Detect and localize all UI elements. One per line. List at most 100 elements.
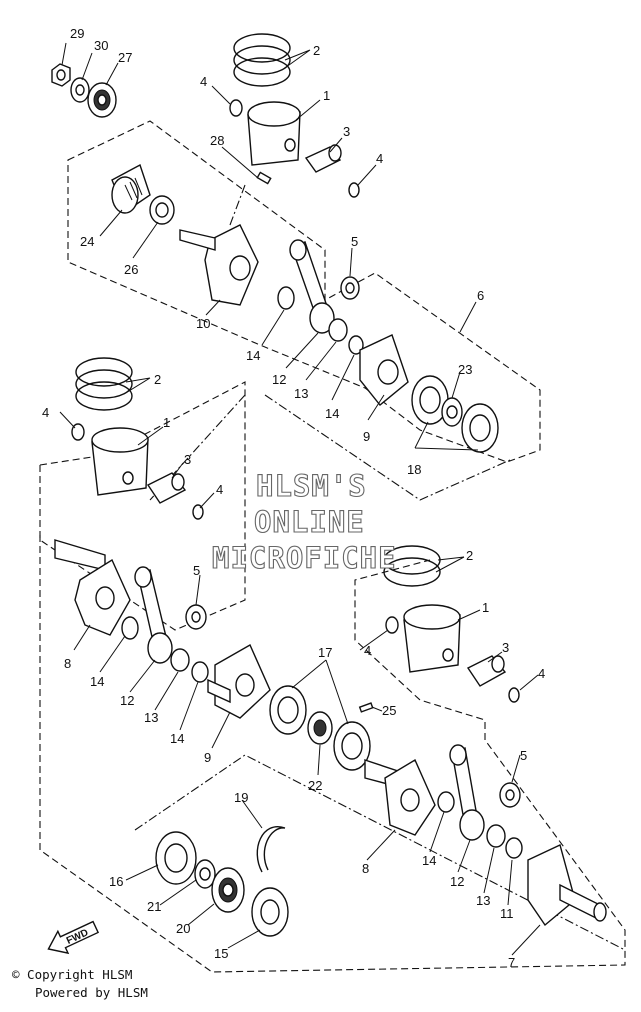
seal-23	[441, 397, 463, 427]
callout-4: 4	[200, 74, 207, 89]
washer-14-left	[121, 616, 139, 640]
connecting-rod-12-upper	[289, 239, 335, 334]
copyright-text: © Copyright HLSM	[12, 967, 133, 982]
bearing-5-left	[185, 604, 207, 630]
connecting-rod-12-left	[134, 566, 173, 664]
callout-2: 2	[313, 43, 320, 58]
callout-14: 14	[246, 348, 260, 363]
watermark-line-2: ONLINE	[254, 505, 365, 539]
callout-2: 2	[466, 548, 473, 563]
seal-20	[211, 867, 245, 913]
key-28	[256, 171, 272, 185]
callout-5: 5	[351, 234, 358, 249]
crankshaft-outline-main	[39, 535, 626, 973]
callout-19: 19	[234, 790, 248, 805]
bearing-17-b	[333, 721, 371, 771]
callout-14: 14	[90, 674, 104, 689]
piston-1-upper	[247, 101, 301, 166]
piston-pin-3-left	[146, 472, 187, 504]
callout-3: 3	[502, 640, 509, 655]
callout-14: 14	[325, 406, 339, 421]
piston-1-right	[403, 604, 461, 673]
watermark-line-1: HLSM'S	[256, 469, 367, 503]
crank-7	[527, 844, 607, 927]
crank-9-middle	[207, 644, 271, 719]
crank-8-left	[54, 539, 131, 636]
clip-4-upper-left	[229, 99, 243, 117]
fwd-label: FWD	[65, 927, 90, 947]
callout-14: 14	[422, 853, 436, 868]
callout-20: 20	[176, 921, 190, 936]
callout-1: 1	[163, 415, 170, 430]
callout-25: 25	[382, 703, 396, 718]
callout-6: 6	[477, 288, 484, 303]
bearing-13-right	[486, 824, 506, 848]
seal-22	[307, 711, 333, 745]
piston-pin-3-right	[466, 655, 507, 687]
callout-13: 13	[294, 386, 308, 401]
callout-27: 27	[118, 50, 132, 65]
leader-lines	[59, 42, 541, 956]
crankshaft-assembly-lower-outline	[39, 381, 246, 631]
washer-14b-left	[191, 661, 209, 683]
piston-ring-2-upper	[233, 33, 291, 87]
washer-14-right	[437, 791, 455, 813]
clip-4-left-upper	[71, 423, 85, 441]
circlip-19	[256, 825, 286, 873]
callout-24: 24	[80, 234, 94, 249]
callout-3: 3	[343, 124, 350, 139]
callout-8: 8	[64, 656, 71, 671]
callout-15: 15	[214, 946, 228, 961]
bearing-26	[149, 195, 175, 225]
upper-cylinder-left-line	[149, 394, 246, 501]
bearing-16	[155, 831, 197, 885]
callout-9: 9	[363, 429, 370, 444]
callout-1: 1	[323, 88, 330, 103]
callout-labels: 29 30 27 2 1 4 3 4 28 24 26 5 6 10 14 12…	[42, 26, 545, 970]
watermark: HLSM'S ONLINE MICROFICHE	[211, 468, 397, 575]
bearing-17-a	[269, 685, 307, 735]
bearing-5-right	[499, 782, 521, 808]
callout-17: 17	[318, 645, 332, 660]
callout-4: 4	[216, 482, 223, 497]
crank-8-right	[364, 758, 436, 836]
piston-rod-link-line	[229, 184, 246, 226]
callout-12: 12	[120, 693, 134, 708]
piston-pin-3-upper	[304, 144, 342, 173]
callout-10: 10	[196, 316, 210, 331]
callout-16: 16	[109, 874, 123, 889]
fwd-arrow-icon: FWD	[47, 920, 100, 955]
callout-3: 3	[184, 452, 191, 467]
nut-29	[51, 63, 71, 87]
seal-21	[194, 859, 216, 889]
callout-13: 13	[144, 710, 158, 725]
pin-25	[358, 702, 374, 713]
clip-4-right-upper	[385, 616, 399, 634]
watermark-line-3: MICROFICHE	[212, 541, 397, 575]
callout-18: 18	[407, 462, 421, 477]
cylinder-boundary-line	[264, 394, 511, 501]
callout-5: 5	[520, 748, 527, 763]
callout-26: 26	[124, 262, 138, 277]
crankshaft-assembly-upper-outline	[67, 120, 541, 463]
bearing-5-upper	[340, 276, 360, 300]
bearing-15	[251, 887, 289, 937]
bearing-13-upper	[328, 318, 348, 342]
callout-7: 7	[508, 955, 515, 970]
crank-9-upper	[359, 334, 409, 406]
bearing-24	[111, 163, 151, 214]
clip-4-right-lower	[508, 687, 520, 703]
callout-2: 2	[154, 372, 161, 387]
callout-1: 1	[482, 600, 489, 615]
callout-11: 11	[500, 906, 514, 921]
callout-29: 29	[70, 26, 84, 41]
callout-28: 28	[210, 133, 224, 148]
callout-13: 13	[476, 893, 490, 908]
callout-5: 5	[193, 563, 200, 578]
powered-by-text: Powered by HLSM	[35, 985, 148, 1000]
callout-23: 23	[458, 362, 472, 377]
callout-12: 12	[272, 372, 286, 387]
piston-1-left	[91, 427, 149, 496]
bearing-18-upper	[411, 375, 499, 453]
